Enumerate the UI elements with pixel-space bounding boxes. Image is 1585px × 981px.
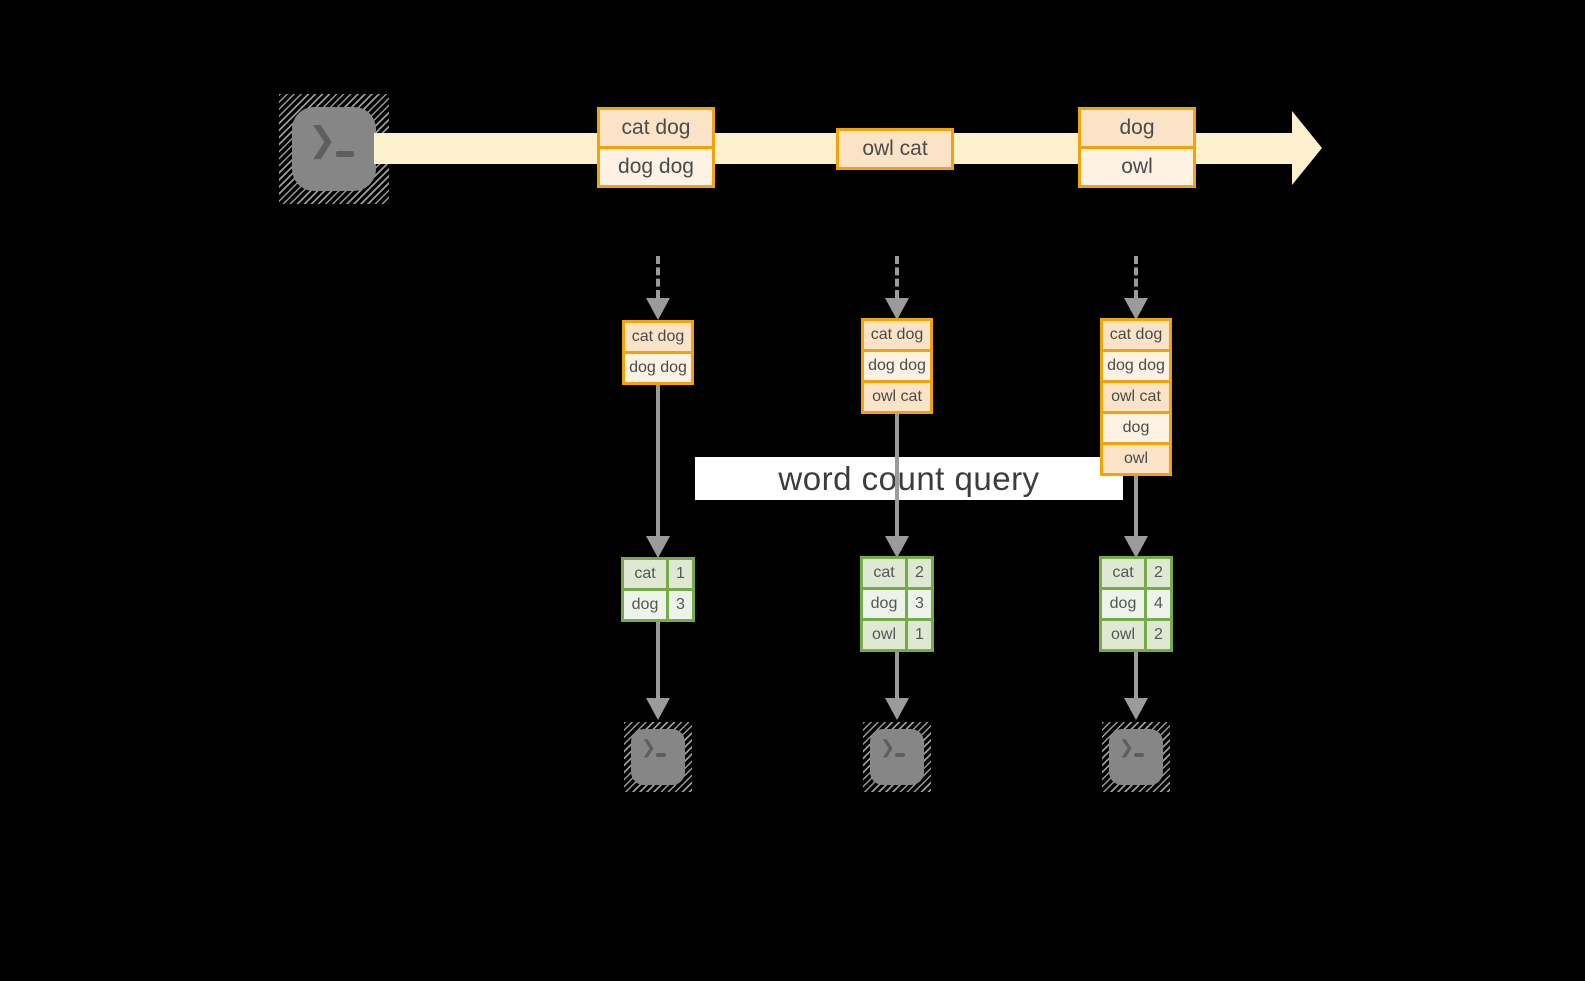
arrowhead-icon [646,536,670,558]
arrowhead-icon [646,698,670,720]
arrowhead-icon [646,298,670,320]
input-record: cat dog [625,323,691,351]
input-record: dog dog [864,352,930,380]
word-cell: cat [624,560,666,588]
input-record: dog [1103,414,1169,442]
input-record: dog dog [1103,352,1169,380]
prompt-cursor-icon [336,151,354,157]
count-cell: 1 [669,560,692,588]
sink-terminal-icon-3: ❯ [1102,722,1170,792]
count-cell: 2 [908,559,931,587]
query-connector [1134,476,1138,536]
stream-batch-2: owl cat [836,128,954,170]
arrowhead-icon [885,698,909,720]
output-connector [895,652,899,698]
word-cell: dog [863,590,905,618]
prompt-cursor-icon [656,753,666,757]
word-cell: dog [624,591,666,619]
terminal-screen: ❯ [870,729,924,785]
arrowhead-icon [1124,536,1148,558]
prompt-cursor-icon [1134,753,1144,757]
count-cell: 1 [908,621,931,649]
count-cell: 2 [1147,559,1170,587]
query-banner: word count query [695,457,1123,500]
count-cell: 3 [908,590,931,618]
arrowhead-icon [1124,298,1148,320]
query-connector [656,385,660,536]
query-connector [895,414,899,536]
accumulated-input-3: cat dog dog dog owl cat dog owl [1100,318,1172,476]
stream-record: cat dog [600,110,712,146]
sink-terminal-icon-1: ❯ [624,722,692,792]
count-cell: 3 [669,591,692,619]
stream-record: owl [1081,149,1193,185]
terminal-screen: ❯ [1109,729,1163,785]
count-cell: 2 [1147,621,1170,649]
input-record: cat dog [864,321,930,349]
dashed-connector [656,256,660,298]
word-cell: owl [863,621,905,649]
dashed-connector [1134,256,1138,298]
stream-batch-3: dog owl [1078,107,1196,188]
word-cell: owl [1102,621,1144,649]
source-terminal-icon: ❯ [279,94,389,204]
prompt-cursor-icon [895,753,905,757]
query-banner-label: word count query [778,459,1040,497]
accumulated-input-2: cat dog dog dog owl cat [861,318,933,414]
arrowhead-icon [1124,698,1148,720]
word-count-table-3: cat 2 dog 4 owl 2 [1099,556,1173,652]
sink-terminal-icon-2: ❯ [863,722,931,792]
word-cell: dog [1102,590,1144,618]
input-record: owl cat [1103,383,1169,411]
stream-record: owl cat [839,131,951,167]
input-record: owl cat [864,383,930,411]
dashed-connector [895,256,899,298]
accumulated-input-1: cat dog dog dog [622,320,694,385]
arrowhead-icon [885,536,909,558]
prompt-chevron-icon: ❯ [1119,737,1135,757]
stream-record: dog dog [600,149,712,185]
word-cell: cat [1102,559,1144,587]
prompt-chevron-icon: ❯ [641,737,657,757]
stream-record: dog [1081,110,1193,146]
word-count-table-1: cat 1 dog 3 [621,557,695,622]
prompt-chevron-icon: ❯ [308,121,337,159]
terminal-screen: ❯ [292,107,376,191]
word-cell: cat [863,559,905,587]
output-connector [1134,652,1138,698]
output-connector [656,622,660,698]
input-record: cat dog [1103,321,1169,349]
word-count-table-2: cat 2 dog 3 owl 1 [860,556,934,652]
stream-batch-1: cat dog dog dog [597,107,715,188]
arrowhead-icon [885,298,909,320]
stream-arrowhead-icon [1292,111,1322,185]
terminal-screen: ❯ [631,729,685,785]
count-cell: 4 [1147,590,1170,618]
input-record: dog dog [625,354,691,382]
input-record: owl [1103,445,1169,473]
prompt-chevron-icon: ❯ [880,737,896,757]
